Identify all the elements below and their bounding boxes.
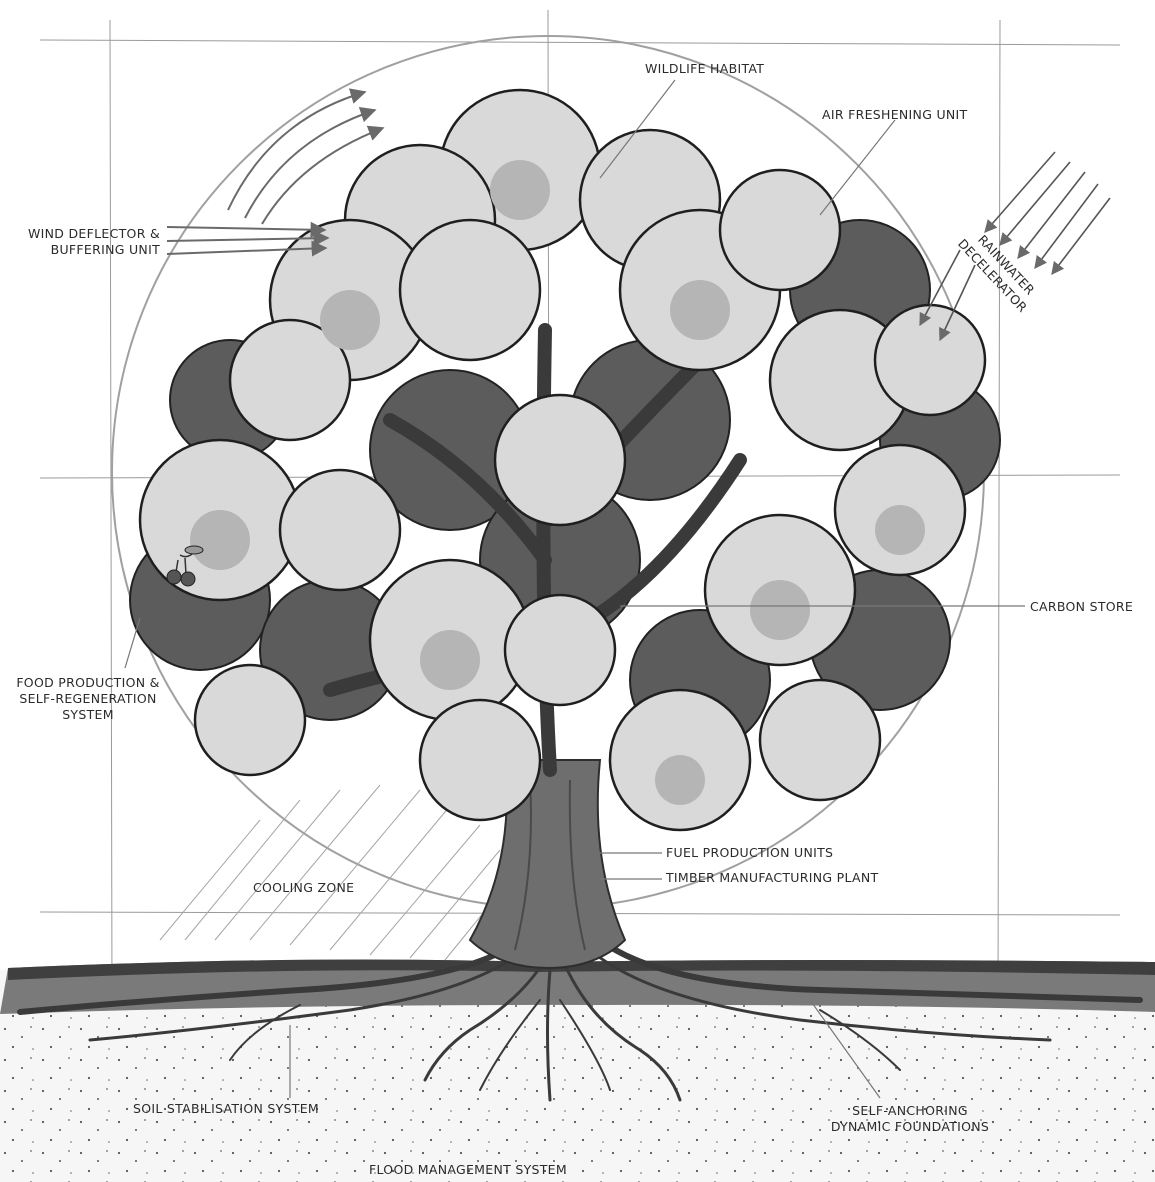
label-self-anchoring-line1: SELF-ANCHORING <box>810 1103 1010 1119</box>
label-wildlife-habitat: WILDLIFE HABITAT <box>645 61 764 77</box>
foliage-light <box>140 90 985 830</box>
label-fuel-production-units: FUEL PRODUCTION UNITS <box>666 845 833 861</box>
label-wind-deflector-line2: BUFFERING UNIT <box>14 242 160 258</box>
label-soil-stabilisation-system: SOIL STABILISATION SYSTEM <box>133 1101 319 1117</box>
label-food-production-line2: SELF-REGENERATION <box>8 691 168 707</box>
label-food-production-line3: SYSTEM <box>8 707 168 723</box>
label-carbon-store: CARBON STORE <box>1030 599 1133 615</box>
label-food-production-line1: FOOD PRODUCTION & <box>8 675 168 691</box>
label-food-production: FOOD PRODUCTION & SELF-REGENERATION SYST… <box>8 675 168 723</box>
label-cooling-zone: COOLING ZONE <box>253 880 354 896</box>
label-self-anchoring: SELF-ANCHORING DYNAMIC FOUNDATIONS <box>810 1103 1010 1135</box>
label-wind-deflector: WIND DEFLECTOR & BUFFERING UNIT <box>14 226 160 258</box>
label-air-freshening-unit: AIR FRESHENING UNIT <box>822 107 967 123</box>
label-flood-management-system: FLOOD MANAGEMENT SYSTEM <box>369 1162 567 1178</box>
label-wind-deflector-line1: WIND DEFLECTOR & <box>14 226 160 242</box>
label-timber-manufacturing-plant: TIMBER MANUFACTURING PLANT <box>666 870 878 886</box>
label-self-anchoring-line2: DYNAMIC FOUNDATIONS <box>810 1119 1010 1135</box>
